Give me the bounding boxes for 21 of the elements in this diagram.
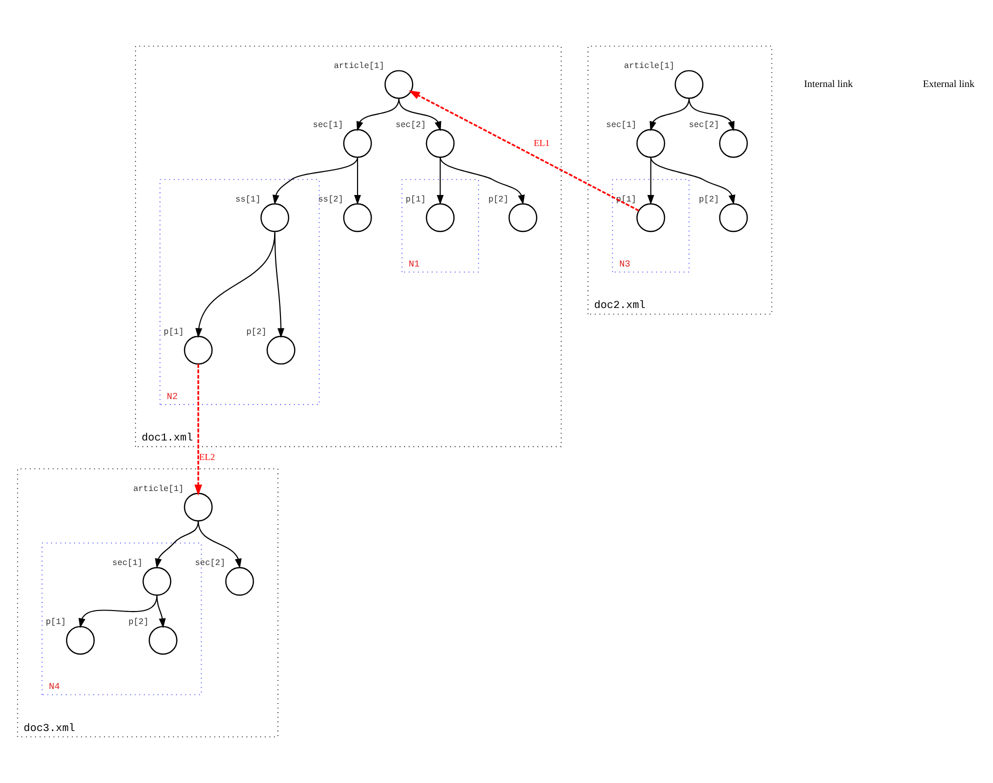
node-label: ss[1] bbox=[235, 194, 261, 204]
node-label: sec[2] bbox=[688, 120, 720, 130]
node-label: ss[2] bbox=[318, 194, 344, 204]
node-label: p[1] bbox=[406, 194, 426, 204]
edge-label: EL1 bbox=[534, 138, 550, 148]
node-label: sec[1] bbox=[312, 120, 344, 130]
legend-label: External link bbox=[922, 79, 974, 90]
edge-label: EL2 bbox=[199, 452, 215, 462]
node-label: sec[1] bbox=[606, 120, 636, 130]
node-label: article[1] bbox=[334, 61, 384, 72]
node-label: sec[2] bbox=[396, 120, 426, 130]
node-label: article[1] bbox=[133, 484, 184, 494]
node-label: p[1] bbox=[164, 326, 184, 337]
node-label: p[2] bbox=[128, 617, 149, 628]
node-label: p[2] bbox=[246, 326, 267, 337]
node-label: article[1] bbox=[624, 61, 674, 72]
node-label: sec[1] bbox=[112, 558, 143, 568]
node-label: p[1] bbox=[46, 617, 66, 628]
node-label: p[2] bbox=[488, 194, 509, 204]
legend-label: Internal link bbox=[804, 79, 853, 90]
node-label: p[2] bbox=[698, 194, 720, 204]
